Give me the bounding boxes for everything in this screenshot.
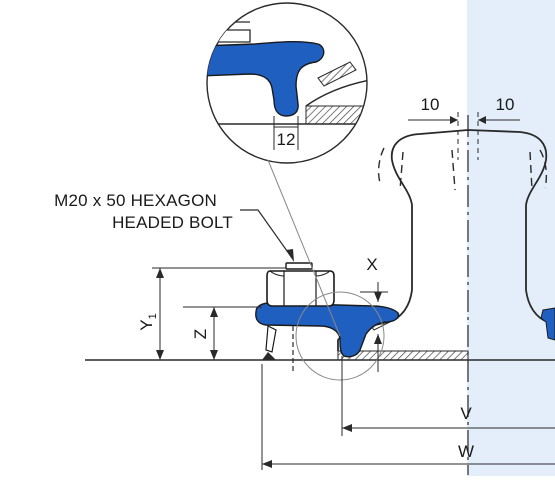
dim-right-10: 10 (496, 95, 515, 114)
hex-nut (266, 270, 335, 307)
baseplate-pad (337, 350, 469, 361)
clip-lift-dimension: X (360, 255, 388, 372)
rail-ghost-outline (539, 149, 548, 189)
rail-head-hidden-line (451, 149, 456, 191)
dim-x: X (366, 255, 377, 274)
dim-v: V (460, 404, 472, 423)
dim-w: W (458, 442, 474, 461)
rail-head-hidden-line (399, 151, 404, 191)
dim-y1: Y1 (137, 313, 159, 330)
horizontal-dimensions: V W (261, 356, 555, 470)
rail-ghost-outline (377, 147, 385, 187)
bolt-callout: M20 x 50 HEXAGON HEADED BOLT (54, 191, 294, 262)
bolt-callout-line-1: M20 x 50 HEXAGON (54, 191, 217, 210)
rail-clip (255, 302, 400, 358)
detail-leader (267, 159, 341, 337)
highlight-panel (467, 0, 555, 476)
bolt-callout-line-2: HEADED BOLT (112, 213, 233, 232)
detail-reference-circle (295, 291, 385, 381)
rail-head-hidden-line (529, 151, 533, 191)
gauge-clearance-dimensions: 10 10 (408, 95, 520, 160)
hex-bolt (266, 262, 335, 307)
weld-fillet (262, 352, 276, 360)
detail-dimension-label: 12 (277, 130, 296, 149)
dim-left-10: 10 (421, 95, 440, 114)
height-dimensions: Y1 Z (137, 267, 286, 360)
detail-view: 12 (206, 2, 368, 164)
right-clip-fragment (540, 307, 555, 341)
bolt-stud-top (285, 262, 313, 270)
clip-heel (265, 325, 277, 353)
dim-z: Z (191, 329, 210, 339)
